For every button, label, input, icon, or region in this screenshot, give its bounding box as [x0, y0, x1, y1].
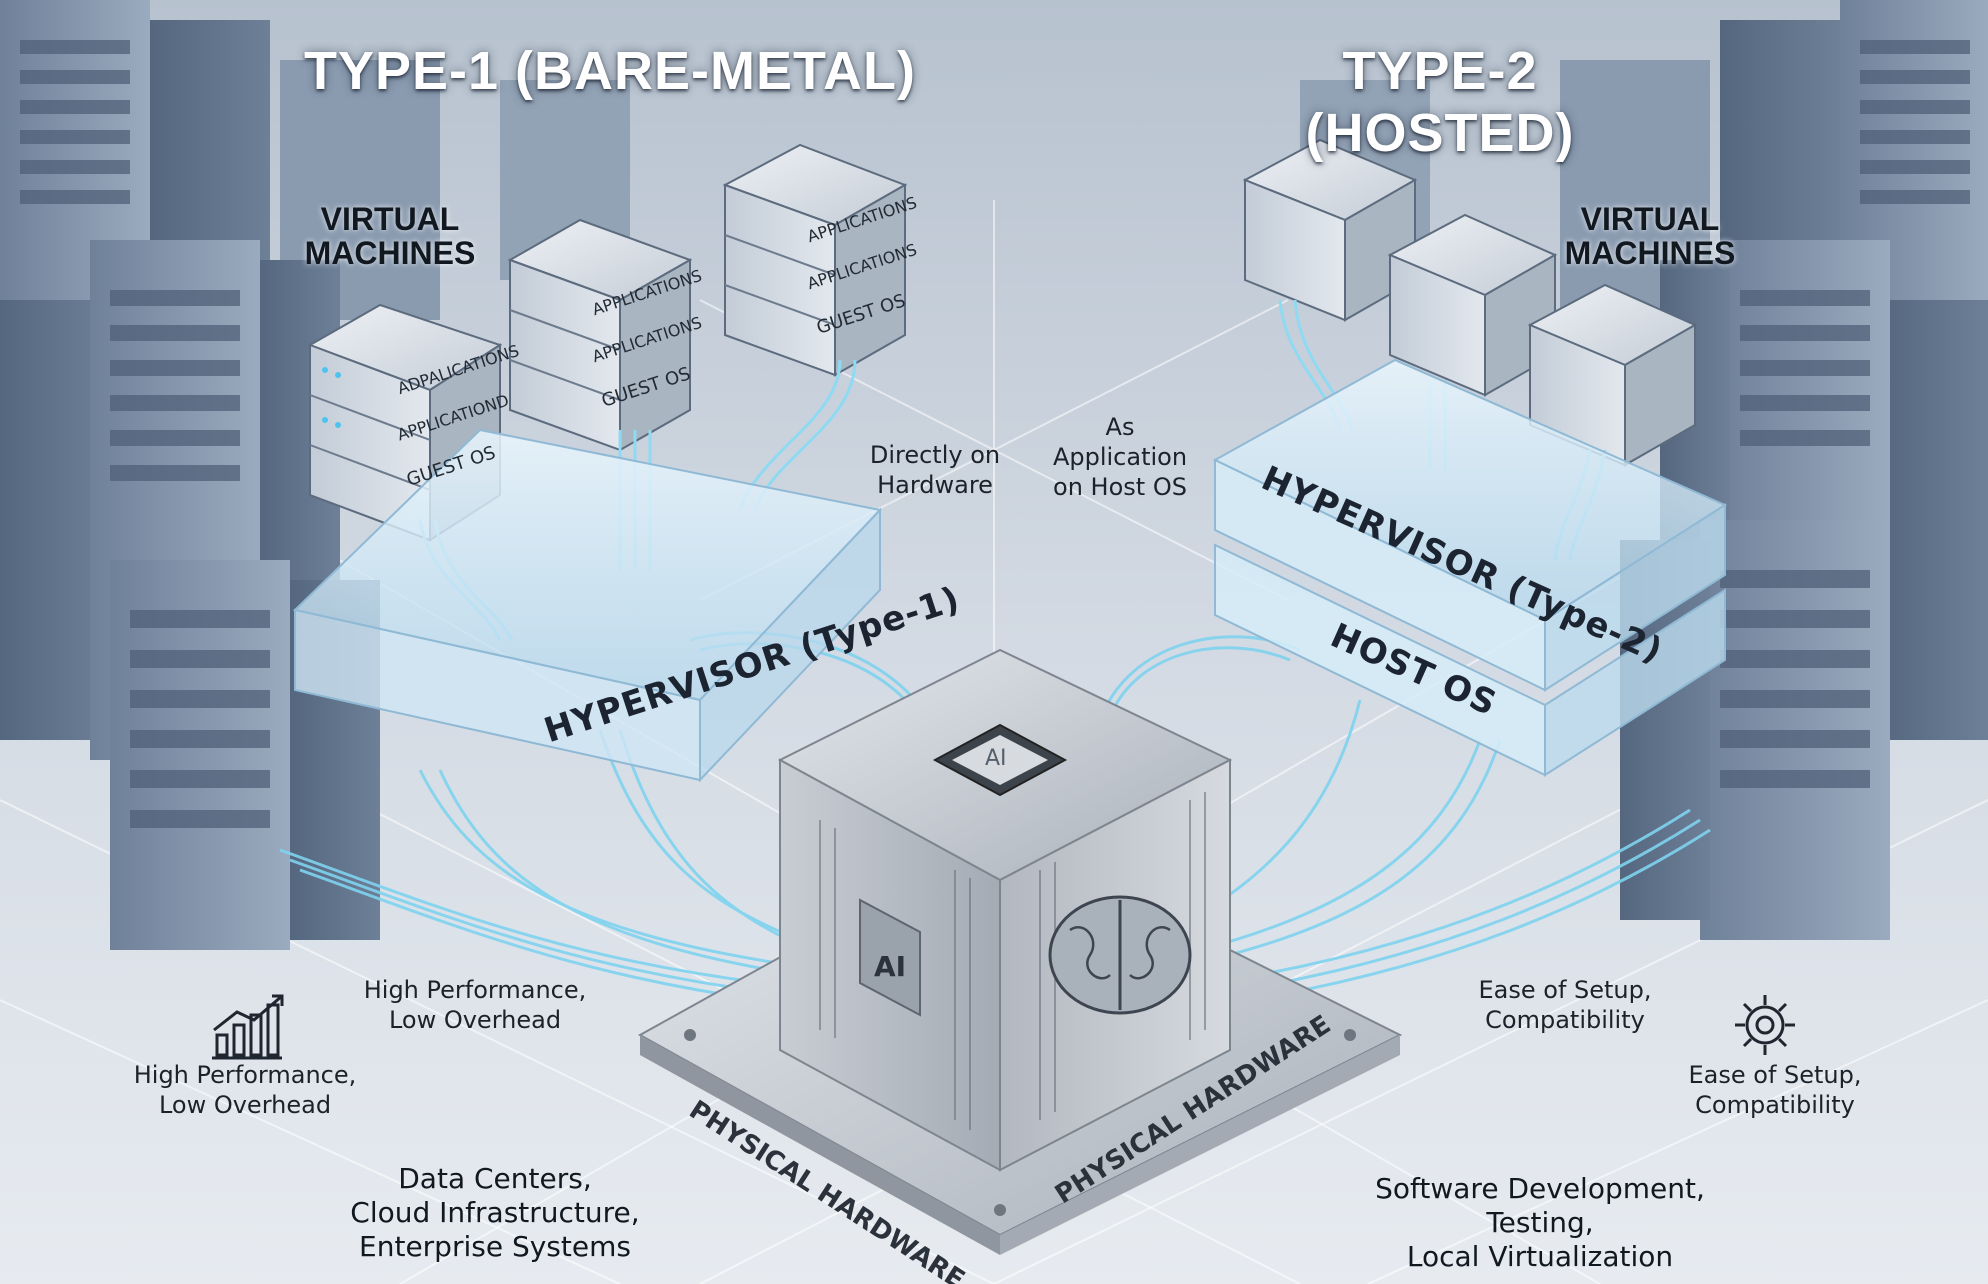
- type2-title: TYPE-2 (HOSTED): [1305, 41, 1575, 163]
- type1-benefit-icon-caption: High Performance, Low Overhead: [133, 1061, 357, 1119]
- type1-placement-note: Directly on Hardware: [869, 441, 1001, 499]
- type1-vm-label: VIRTUAL MACHINES: [304, 201, 476, 271]
- type1-use-cases: Data Centers, Cloud Infrastructure, Ente…: [350, 1162, 640, 1263]
- bar-chart-trend-icon: [212, 994, 284, 1060]
- type2-vm-label: VIRTUAL MACHINES: [1564, 201, 1736, 271]
- brain-icon: [1048, 895, 1192, 1015]
- type2-use-cases: Software Development, Testing, Local Vir…: [1375, 1172, 1705, 1273]
- type2-benefit: Ease of Setup, Compatibility: [1478, 976, 1652, 1034]
- type2-benefit-icon-caption: Ease of Setup, Compatibility: [1688, 1061, 1862, 1119]
- type1-title: TYPE-1 (BARE-METAL): [304, 41, 916, 101]
- chip-label: AI: [985, 746, 1007, 771]
- cube-ai-label: AI: [874, 950, 907, 983]
- type1-benefit: High Performance, Low Overhead: [363, 976, 587, 1034]
- gear-icon: [1735, 995, 1795, 1055]
- type2-placement-note: As Application on Host OS: [1052, 413, 1188, 501]
